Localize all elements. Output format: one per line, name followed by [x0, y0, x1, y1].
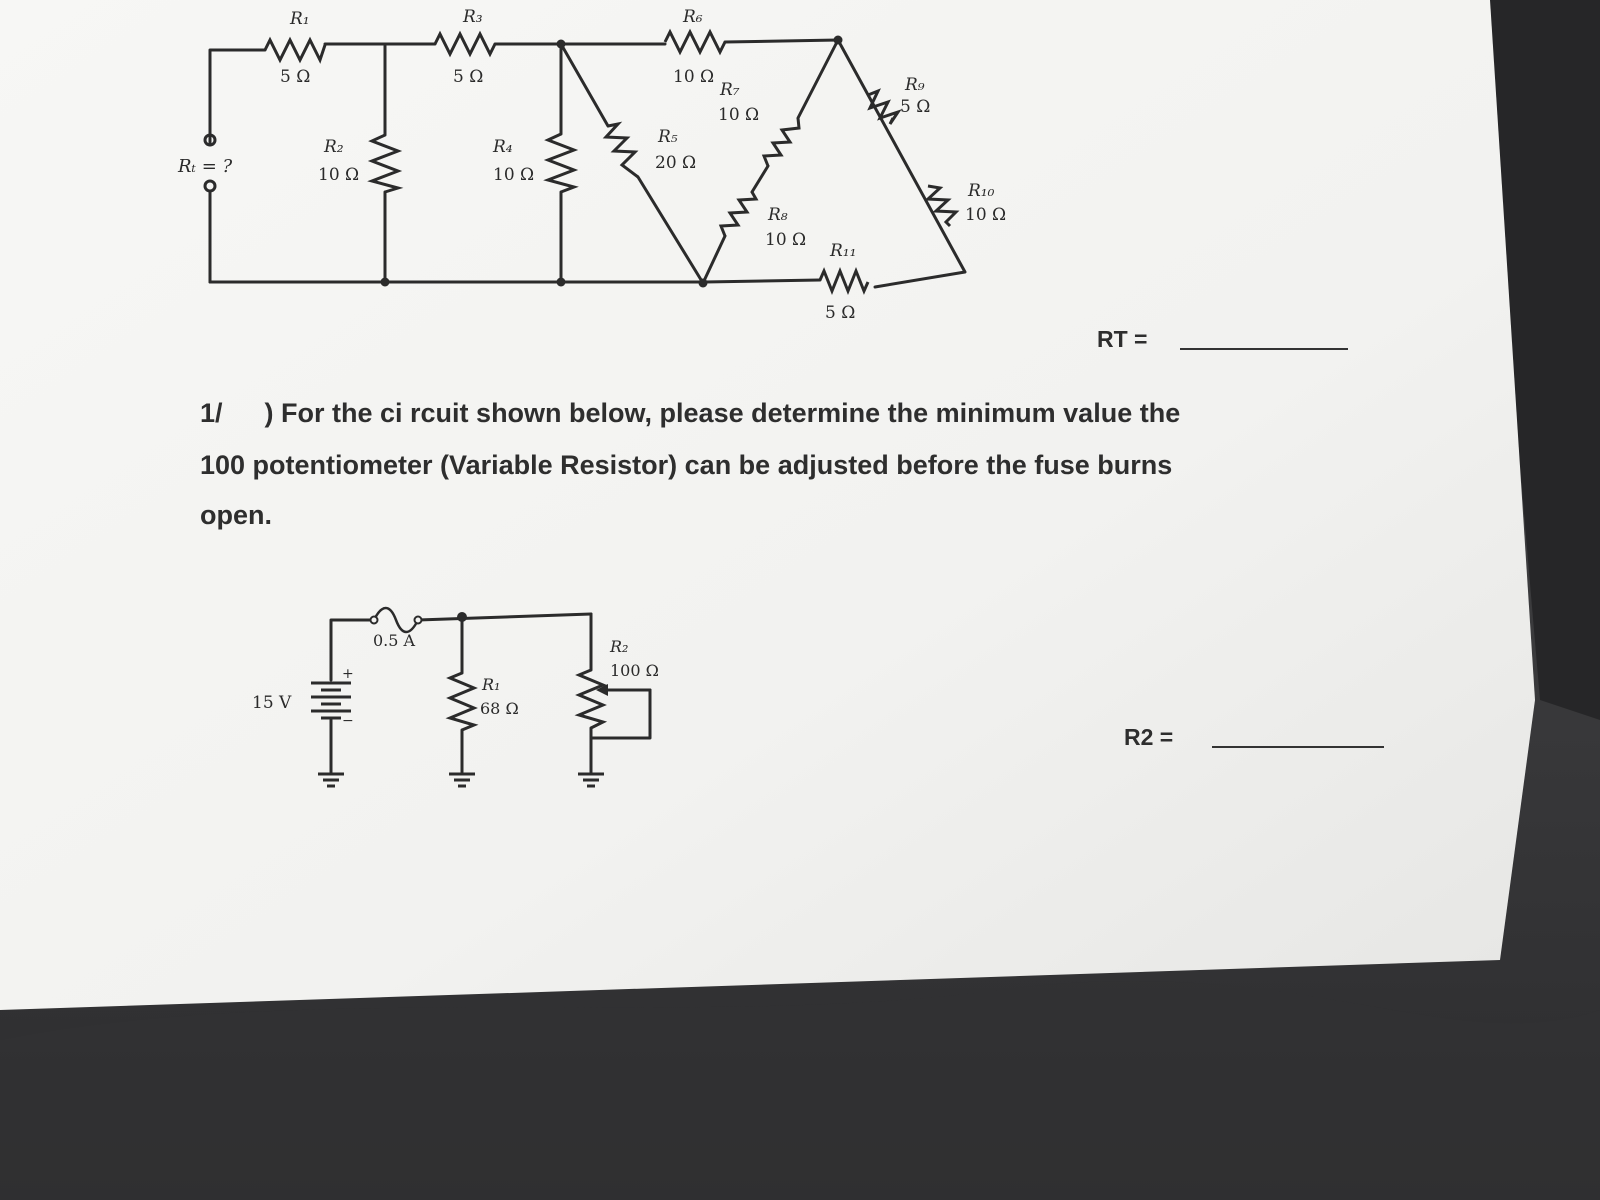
r10-value: 10 Ω	[965, 205, 1006, 225]
r2-value: 10 Ω	[318, 165, 359, 185]
question-number: 1/	[200, 398, 223, 428]
r5-name: R₅	[657, 127, 678, 147]
r7-value: 10 Ω	[718, 105, 759, 125]
circuit-diagram-1: Rₜ = ? R₁ 5 Ω R₂ 10 Ω R₃ 5 Ω R₄ 10 Ω R₅ …	[177, 7, 1006, 323]
r1-label-value: 68 Ω	[480, 699, 519, 718]
r6-name: R₆	[682, 7, 703, 27]
circuit-diagram-2: + − 15 V 0.5 A	[252, 606, 659, 788]
resistor-r4	[543, 132, 579, 194]
r10-name: R₁₀	[967, 181, 995, 201]
ground-symbol-3	[578, 772, 604, 788]
r1-label-name: R₁	[481, 675, 500, 694]
r8-name: R₈	[767, 205, 788, 225]
r7-name: R₇	[719, 80, 740, 100]
r1-value: 5 Ω	[280, 67, 310, 87]
rt-answer-line	[1180, 348, 1348, 350]
fuse-symbol	[372, 606, 420, 634]
r11-name: R₁₁	[829, 241, 856, 261]
source-voltage-label: 15 V	[252, 693, 292, 713]
svg-text:+: +	[342, 666, 354, 682]
ground-symbol-1	[318, 772, 344, 788]
r8-value: 10 Ω	[765, 230, 806, 250]
question-text-1: ) For the ci rcuit shown below, please d…	[264, 398, 1181, 428]
r11-value: 5 Ω	[825, 303, 855, 323]
rt-answer-label: RT =	[1097, 326, 1148, 352]
ground-symbol-2	[449, 772, 475, 788]
resistor-r2	[367, 133, 404, 194]
resistor-r11	[818, 266, 870, 296]
resistor-r7	[761, 117, 801, 167]
r4-value: 10 Ω	[493, 165, 534, 185]
r6-value: 10 Ω	[673, 67, 714, 87]
r2-label-name: R₂	[609, 637, 628, 656]
resistor-r1-68	[445, 671, 479, 732]
potentiometer-r2	[574, 668, 608, 730]
r2-name: R₂	[323, 137, 344, 157]
question-line-2: 100 potentiometer (Variable Resistor) ca…	[200, 450, 1173, 480]
r3-value: 5 Ω	[453, 67, 483, 87]
resistor-r10	[924, 184, 960, 228]
resistor-r5	[602, 121, 639, 179]
r9-name: R₉	[904, 75, 925, 95]
resistor-r6	[663, 28, 727, 56]
r2-answer-label: R2 =	[1124, 724, 1174, 750]
r3-name: R₃	[462, 7, 483, 27]
r1-name: R₁	[289, 9, 310, 29]
r4-name: R₄	[492, 137, 513, 157]
svg-text:−: −	[342, 713, 354, 729]
resistor-r8	[718, 191, 759, 237]
question-line-3: open.	[200, 500, 272, 530]
question-line-1: 1/ ) For the ci rcuit shown below, please…	[200, 398, 1180, 429]
fabric-fold	[0, 981, 1600, 1200]
battery-symbol: + −	[311, 666, 354, 729]
rt-terminal-label: Rₜ = ?	[177, 156, 233, 177]
resistor-r1	[263, 36, 327, 64]
resistor-r9	[867, 88, 902, 125]
fuse-rating-label: 0.5 A	[373, 631, 416, 650]
r2-label-value: 100 Ω	[610, 661, 659, 680]
dark-corner	[1480, 0, 1600, 720]
resistor-r3	[433, 30, 497, 58]
r9-value: 5 Ω	[900, 97, 930, 117]
r2-answer-line	[1212, 746, 1384, 748]
r5-value: 20 Ω	[655, 153, 696, 173]
